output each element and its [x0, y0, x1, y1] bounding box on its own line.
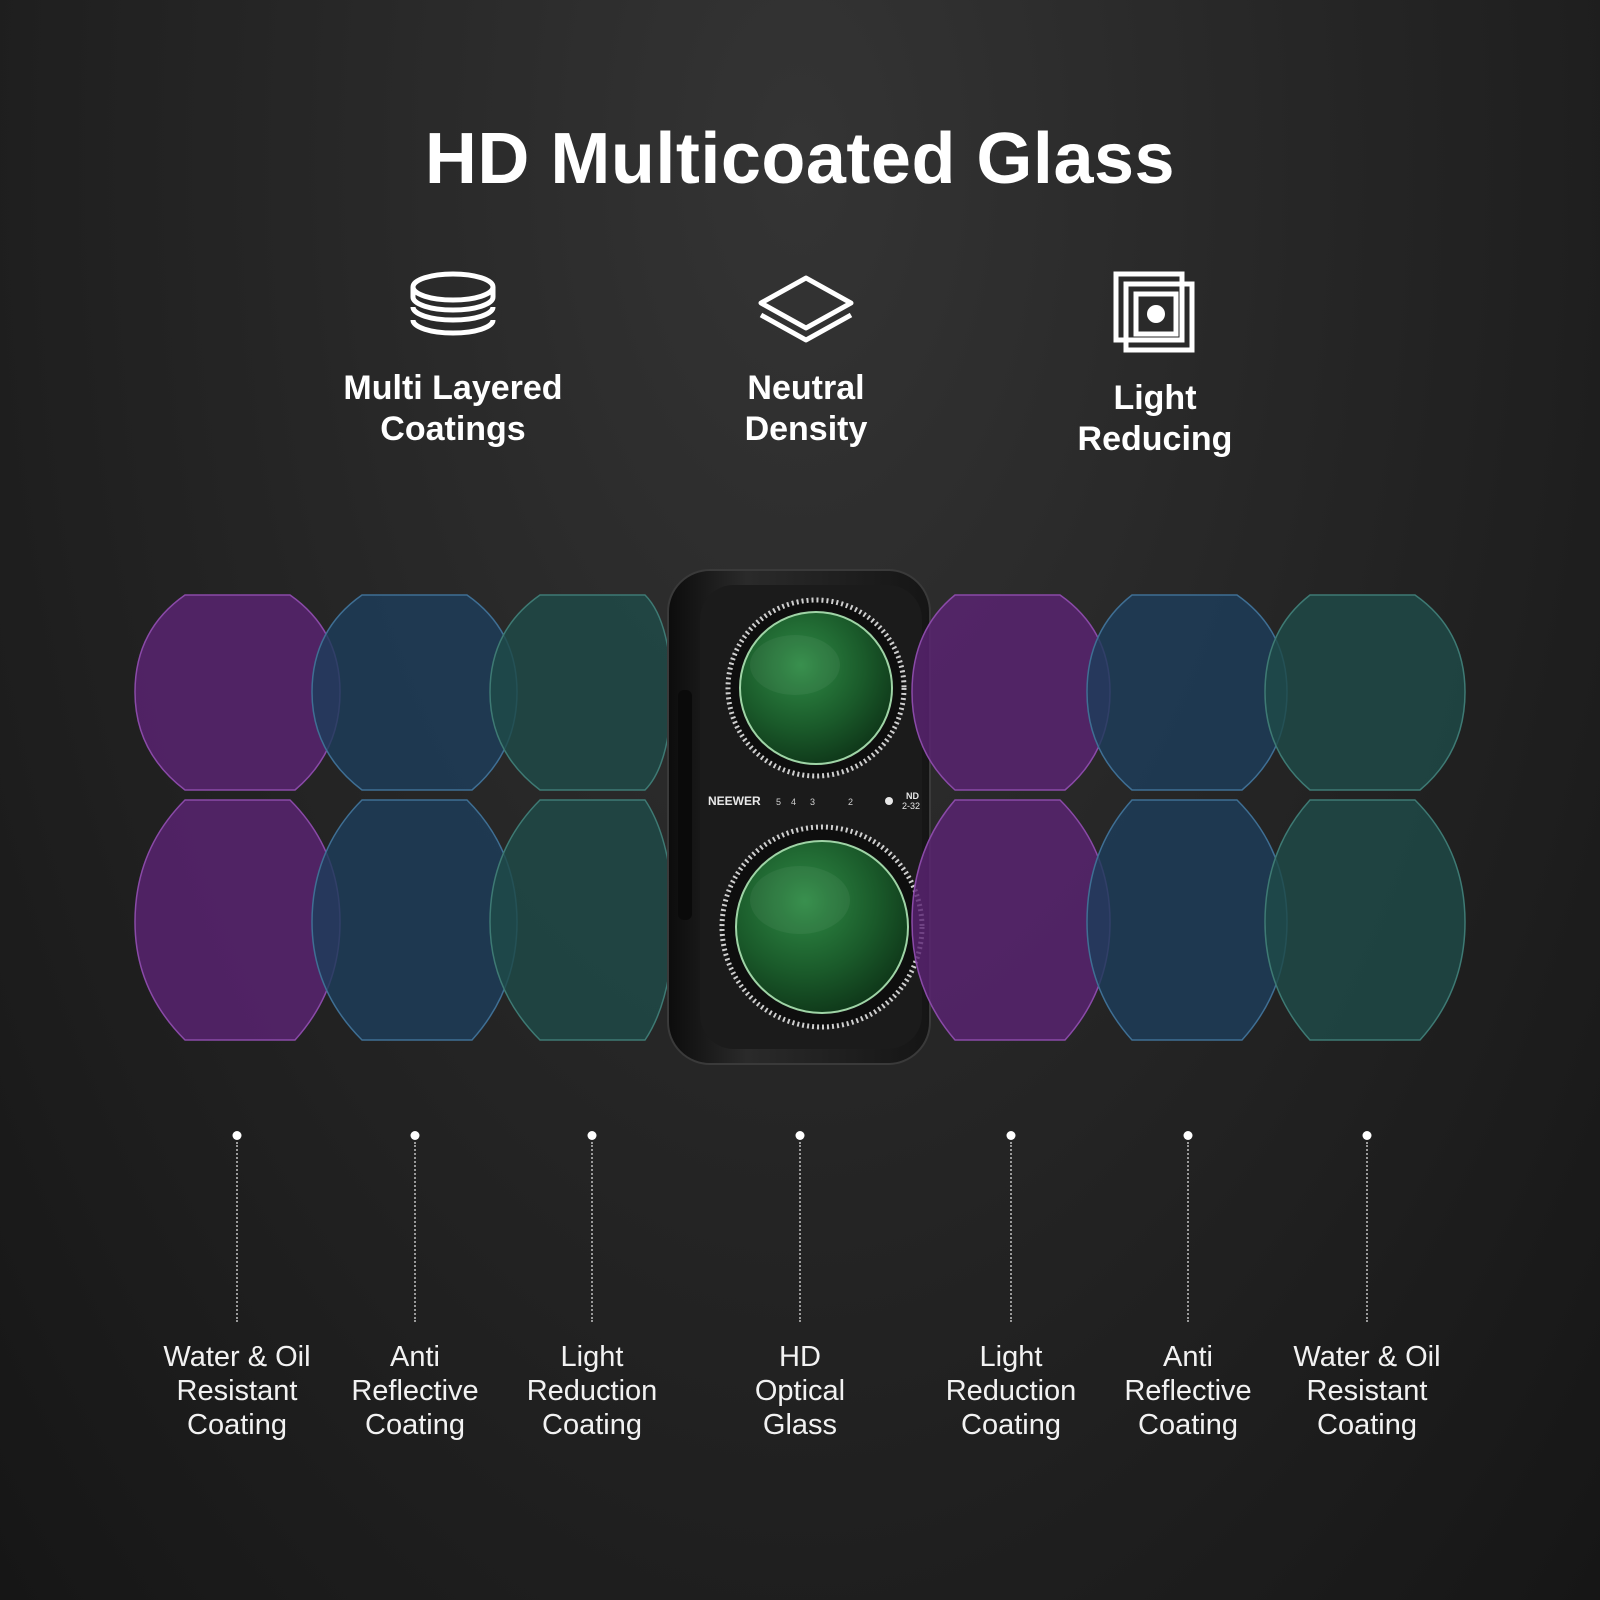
layer-label-line2: Optical [754, 1375, 846, 1407]
product-scale-2: 2 [848, 797, 853, 807]
stacked-discs-icon [410, 271, 496, 336]
layer-label: Water & Oil Resistant Coating [152, 1340, 322, 1442]
coating-plate [489, 799, 675, 1041]
coating-plate [911, 799, 1111, 1041]
layer-label-line3: Coating [542, 1409, 642, 1441]
layer-label-line1: Light [979, 1341, 1043, 1373]
light-reducing-frames-icon [1113, 271, 1195, 353]
layer-label: Light Reduction Coating [507, 1340, 677, 1442]
coating-plate [311, 799, 518, 1041]
layer-label-line1: Water & Oil [1293, 1341, 1441, 1373]
feature-label-line1: Multi Layered [343, 369, 563, 407]
feature-label-line1: Light [1113, 379, 1197, 417]
coating-plate [489, 594, 673, 791]
filter-illustration: NEEWER 5 4 3 2 ND 2-32 [134, 569, 1466, 1065]
callout-line [591, 1142, 593, 1322]
callout-dot [1362, 1131, 1372, 1140]
coating-plate [911, 594, 1111, 791]
callout-dot [410, 1131, 420, 1140]
filter-product: NEEWER 5 4 3 2 ND 2-32 [667, 569, 931, 1065]
callout-dot [795, 1131, 805, 1140]
callout-line [1187, 1142, 1189, 1322]
feature-label-line2: Reducing [1077, 420, 1233, 458]
feature-multi-layered: Multi Layered Coatings [313, 270, 593, 450]
layer-label-line2: Reflective [351, 1375, 479, 1407]
layer-label-line3: Glass [762, 1409, 838, 1441]
product-model-line2: 2-32 [902, 801, 920, 811]
layer-label-line1: HD [779, 1341, 821, 1373]
layer-label-line2: Reduction [945, 1375, 1077, 1407]
coating-plate [1264, 594, 1466, 791]
callout-line [1010, 1142, 1012, 1322]
feature-label-line2: Density [744, 410, 868, 448]
layer-label: Anti Reflective Coating [1103, 1340, 1273, 1442]
layer-label-line3: Coating [961, 1409, 1061, 1441]
callout-line [414, 1142, 416, 1322]
product-scale-3: 3 [810, 797, 815, 807]
layer-label: Light Reduction Coating [926, 1340, 1096, 1442]
layer-label: HD Optical Glass [715, 1340, 885, 1442]
layer-label-line1: Anti [1163, 1341, 1213, 1373]
feature-label-line1: Neutral [747, 369, 865, 407]
right-coating-plates [911, 594, 1466, 1041]
layer-label-line2: Resistant [1306, 1375, 1428, 1407]
layer-label-line3: Coating [187, 1409, 287, 1441]
coating-plate [311, 594, 518, 791]
product-scale-4: 4 [791, 797, 796, 807]
layer-label-line3: Coating [1138, 1409, 1238, 1441]
feature-neutral-density: Neutral Density [666, 270, 946, 450]
layers-icon [758, 275, 854, 343]
feature-label-line2: Coatings [380, 410, 526, 448]
product-scale-5: 5 [776, 797, 781, 807]
layer-label-line2: Reflective [1124, 1375, 1252, 1407]
layer-label-line1: Anti [390, 1341, 440, 1373]
page-title: HD Multicoated Glass [424, 119, 1176, 199]
coating-plate [134, 594, 341, 791]
layer-label-line2: Reduction [526, 1375, 658, 1407]
layer-label-line2: Resistant [176, 1375, 298, 1407]
callout-line [236, 1142, 238, 1322]
layer-label-line3: Coating [1317, 1409, 1417, 1441]
callout-dot [1183, 1131, 1193, 1140]
layer-label: Anti Reflective Coating [330, 1340, 500, 1442]
layer-label-line1: Water & Oil [163, 1341, 311, 1373]
product-brand: NEEWER [708, 794, 761, 808]
layer-label-line3: Coating [365, 1409, 465, 1441]
coating-plate [1086, 799, 1288, 1041]
callout-dot [232, 1131, 242, 1140]
feature-light-reducing: Light Reducing [1015, 270, 1295, 460]
coating-plate [1086, 594, 1288, 791]
callout-line [1366, 1142, 1368, 1322]
coating-plate [1264, 799, 1466, 1041]
callout-dot [1006, 1131, 1016, 1140]
product-model-line1: ND [906, 791, 919, 801]
coating-plate [134, 799, 341, 1041]
layer-label-line1: Light [560, 1341, 624, 1373]
callout-dot [587, 1131, 597, 1140]
callout-line [799, 1142, 801, 1322]
left-coating-plates [134, 594, 675, 1041]
layer-label: Water & Oil Resistant Coating [1282, 1340, 1452, 1442]
